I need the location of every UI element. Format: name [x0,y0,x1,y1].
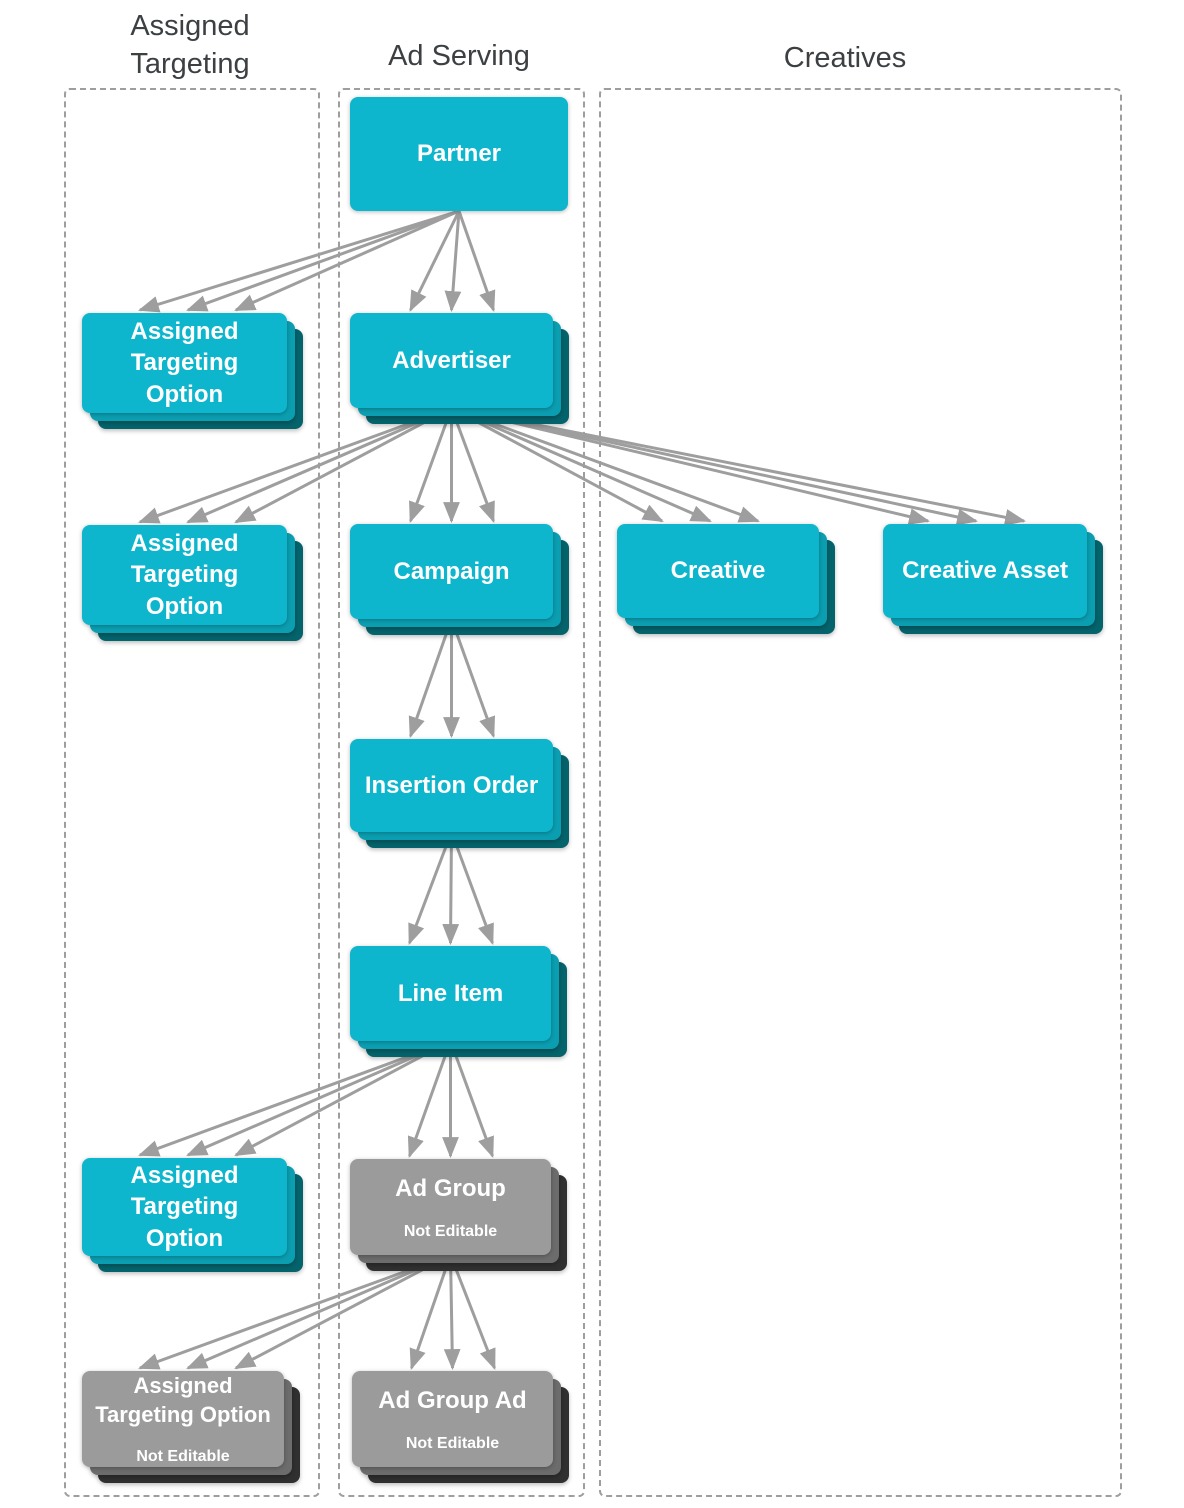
column-header-assigned-targeting: Assigned Targeting [130,10,250,80]
node-card: Assigned Targeting Option [82,1158,287,1256]
node-label: Line Item [397,979,504,1007]
node-card: Ad Group Not Editable [350,1159,551,1255]
node-label: Assigned Targeting Option [95,1373,271,1427]
node-line-item: Line Item [350,946,567,1057]
node-label: Ad Group Ad [378,1387,527,1415]
column-assigned-targeting [64,88,320,1497]
node-label: Creative [670,557,766,585]
node-sublabel: Not Editable [136,1447,230,1465]
node-creative-asset: Creative Asset [883,524,1103,634]
node-card: Line Item [350,946,551,1041]
node-card: Creative [617,524,819,618]
node-advertiser: Advertiser [350,313,569,424]
node-card: Campaign [350,524,553,619]
node-card: Assigned Targeting Option [82,313,287,413]
node-assigned-targeting-option-advertiser: Assigned Targeting Option [82,525,303,641]
node-label: Assigned Targeting Option [130,1162,239,1252]
column-header-ad-serving: Ad Serving [388,40,530,72]
node-campaign: Campaign [350,524,569,635]
node-label: Creative Asset [902,557,1068,585]
node-label: Partner [416,140,502,168]
node-label: Ad Group [395,1175,506,1203]
node-partner: Partner [350,97,568,211]
node-label: Assigned Targeting Option [130,530,239,620]
node-card: Creative Asset [883,524,1087,618]
node-insertion-order: Insertion Order [350,739,569,848]
node-sublabel: Not Editable [405,1434,500,1452]
column-creatives [599,88,1122,1497]
node-label: Insertion Order [364,771,539,799]
node-label: Advertiser [392,346,511,374]
column-ad-serving [338,88,585,1497]
node-card: Advertiser [350,313,553,408]
node-ad-group-ad: Ad Group Ad Not Editable [352,1371,569,1483]
node-label: Assigned Targeting Option [130,318,239,408]
node-label: Campaign [393,557,510,585]
node-card: Partner [350,97,568,211]
node-sublabel: Not Editable [403,1222,498,1240]
node-assigned-targeting-option-line-item: Assigned Targeting Option [82,1158,303,1272]
node-card: Ad Group Ad Not Editable [352,1371,553,1467]
column-header-creatives: Creatives [783,42,907,74]
node-card: Assigned Targeting Option Not Editable [82,1371,284,1467]
node-card: Insertion Order [350,739,553,832]
node-creative: Creative [617,524,835,634]
node-ad-group: Ad Group Not Editable [350,1159,567,1271]
node-assigned-targeting-option-partner: Assigned Targeting Option [82,313,303,429]
node-assigned-targeting-option-ad-group: Assigned Targeting Option Not Editable [82,1371,300,1483]
node-card: Assigned Targeting Option [82,525,287,625]
